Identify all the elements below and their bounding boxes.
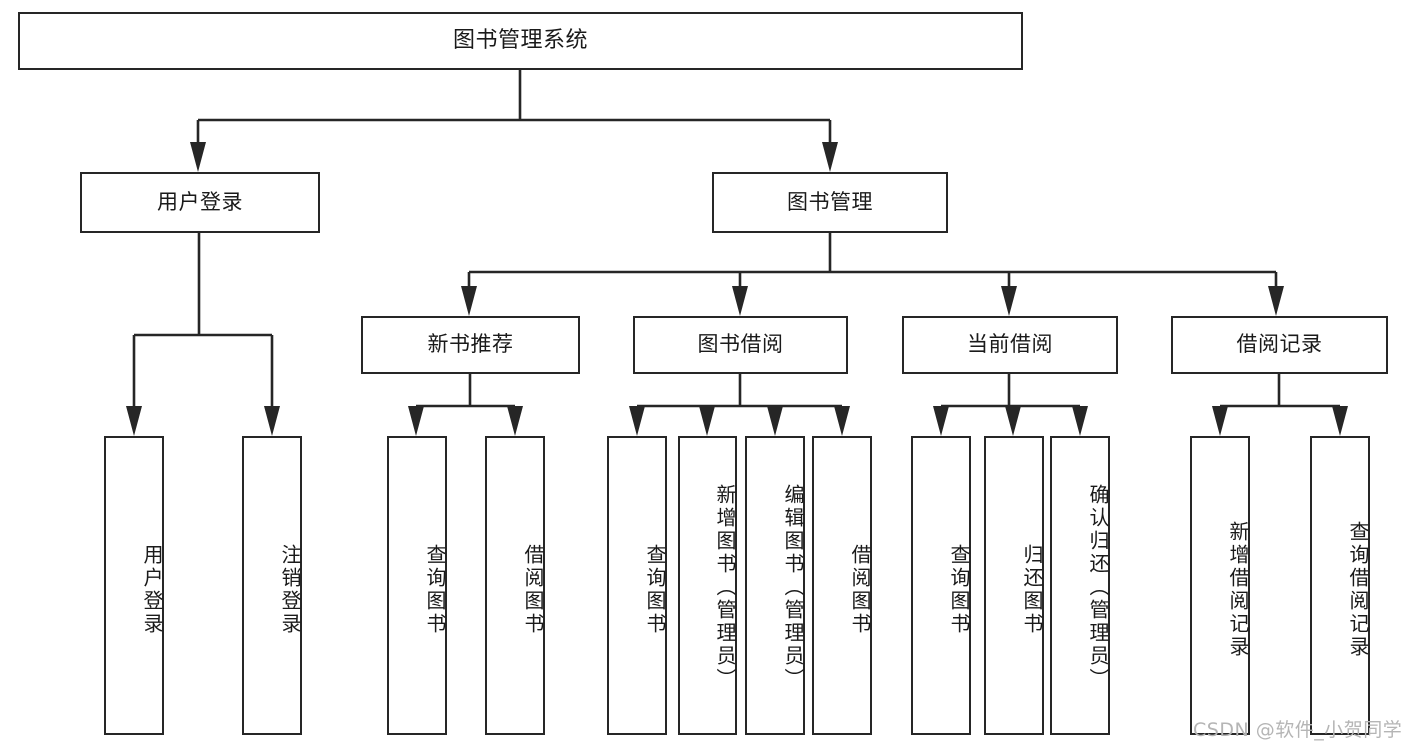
node-label: 当前借阅 [967,332,1053,357]
arrowhead-icon [264,406,280,436]
node-label: 确认归还（管理员） [1086,484,1110,691]
node-user-login[interactable]: 用户登录 [80,172,320,233]
node-label: 查询图书 [947,543,971,636]
node-label: 新增图书（管理员） [713,484,737,691]
node-leaf-confirm-return[interactable]: 确认归还（管理员） [1050,436,1110,735]
connector-cur-bus [933,374,1088,436]
node-leaf-add-record[interactable]: 新增借阅记录 [1190,436,1250,735]
node-leaf-borrow-book-rec[interactable]: 借阅图书 [485,436,545,735]
node-leaf-return-book[interactable]: 归还图书 [984,436,1044,735]
node-label: 图书借阅 [697,332,784,357]
node-leaf-query-record[interactable]: 查询借阅记录 [1310,436,1370,735]
node-leaf-query-book-borrow[interactable]: 查询图书 [607,436,667,735]
node-leaf-add-book[interactable]: 新增图书（管理员） [678,436,737,735]
connector-login-bus [126,233,280,436]
node-label: 归还图书 [1020,543,1044,636]
node-leaf-logout[interactable]: 注销登录 [242,436,302,735]
node-label: 借阅图书 [848,543,872,636]
arrowhead-icon [1001,286,1017,316]
node-leaf-borrow-book[interactable]: 借阅图书 [812,436,872,735]
node-label: 用户登录 [140,543,164,636]
watermark-label: CSDN @软件_小贺同学 [1193,719,1403,741]
arrowhead-icon [822,142,838,172]
node-leaf-edit-book[interactable]: 编辑图书（管理员） [745,436,805,735]
node-label: 查询图书 [643,543,667,636]
arrowhead-icon [1005,406,1021,436]
arrowhead-icon [699,406,715,436]
arrowhead-icon [1268,286,1284,316]
node-current-borrow[interactable]: 当前借阅 [902,316,1118,374]
arrowhead-icon [408,406,424,436]
arrowhead-icon [834,406,850,436]
connector-manage-bus [461,233,1284,316]
node-leaf-query-book-rec[interactable]: 查询图书 [387,436,447,735]
arrowhead-icon [629,406,645,436]
node-label: 注销登录 [278,543,302,636]
node-root[interactable]: 图书管理系统 [18,12,1023,70]
node-leaf-query-book-cur[interactable]: 查询图书 [911,436,971,735]
node-label: 用户登录 [157,189,243,214]
arrowhead-icon [933,406,949,436]
node-borrow-record[interactable]: 借阅记录 [1171,316,1388,374]
connector-record-bus [1212,374,1348,436]
node-label: 新增借阅记录 [1226,520,1250,659]
node-label: 编辑图书（管理员） [781,484,805,691]
arrowhead-icon [507,406,523,436]
connector-borrow-bus [629,374,850,436]
arrowhead-icon [767,406,783,436]
node-label: 新书推荐 [427,332,514,357]
node-label: 查询图书 [423,543,447,636]
node-leaf-user-login[interactable]: 用户登录 [104,436,164,735]
node-label: 借阅记录 [1236,332,1323,357]
arrowhead-icon [1332,406,1348,436]
arrowhead-icon [732,286,748,316]
node-book-manage[interactable]: 图书管理 [712,172,948,233]
node-label: 查询借阅记录 [1346,520,1370,659]
connector-root-bus [190,70,838,172]
arrowhead-icon [461,286,477,316]
node-label: 图书管理 [787,189,873,214]
arrowhead-icon [1212,406,1228,436]
node-book-borrow[interactable]: 图书借阅 [633,316,848,374]
arrowhead-icon [126,406,142,436]
node-label: 图书管理系统 [452,27,588,53]
arrowhead-icon [1072,406,1088,436]
arrowhead-icon [190,142,206,172]
node-new-book-rec[interactable]: 新书推荐 [361,316,580,374]
node-label: 借阅图书 [521,543,545,636]
connector-rec-bus [408,374,523,436]
